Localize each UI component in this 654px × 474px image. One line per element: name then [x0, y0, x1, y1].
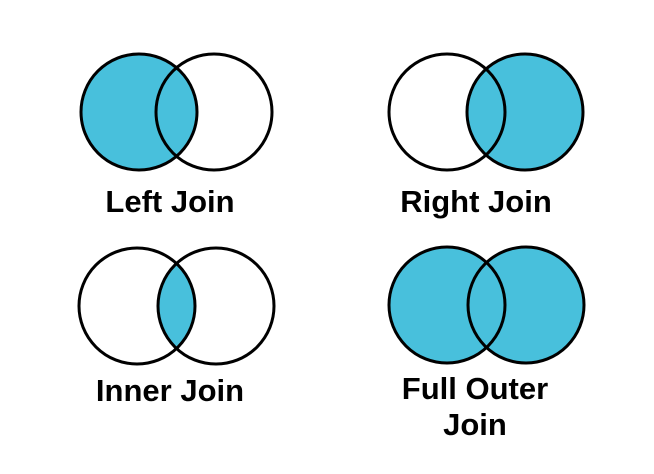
- full-outer-join-label: Full Outer Join: [401, 371, 549, 442]
- left-join-left-circle-fill: [81, 54, 197, 170]
- full-outer-join-venn-diagram: [387, 245, 586, 365]
- right-join-left-circle-outline: [387, 52, 507, 172]
- inner-join-label: Inner Join: [95, 373, 245, 408]
- full-outer-join-right-circle-outline: [466, 245, 586, 365]
- left-join-venn-diagram: [79, 52, 274, 172]
- inner-join-venn-diagram: [77, 246, 276, 366]
- left-join-label: Left Join: [105, 184, 235, 219]
- right-join-right-circle-outline: [465, 52, 585, 172]
- inner-join-right-circle-outline: [156, 246, 276, 366]
- right-join-venn-diagram: [387, 52, 585, 172]
- inner-join-left-circle-outline: [77, 246, 197, 366]
- left-join-right-circle-outline: [154, 52, 274, 172]
- right-join-label: Right Join: [400, 184, 552, 219]
- full-outer-join-left-circle-outline: [387, 245, 507, 365]
- left-join-left-circle-outline: [79, 52, 199, 172]
